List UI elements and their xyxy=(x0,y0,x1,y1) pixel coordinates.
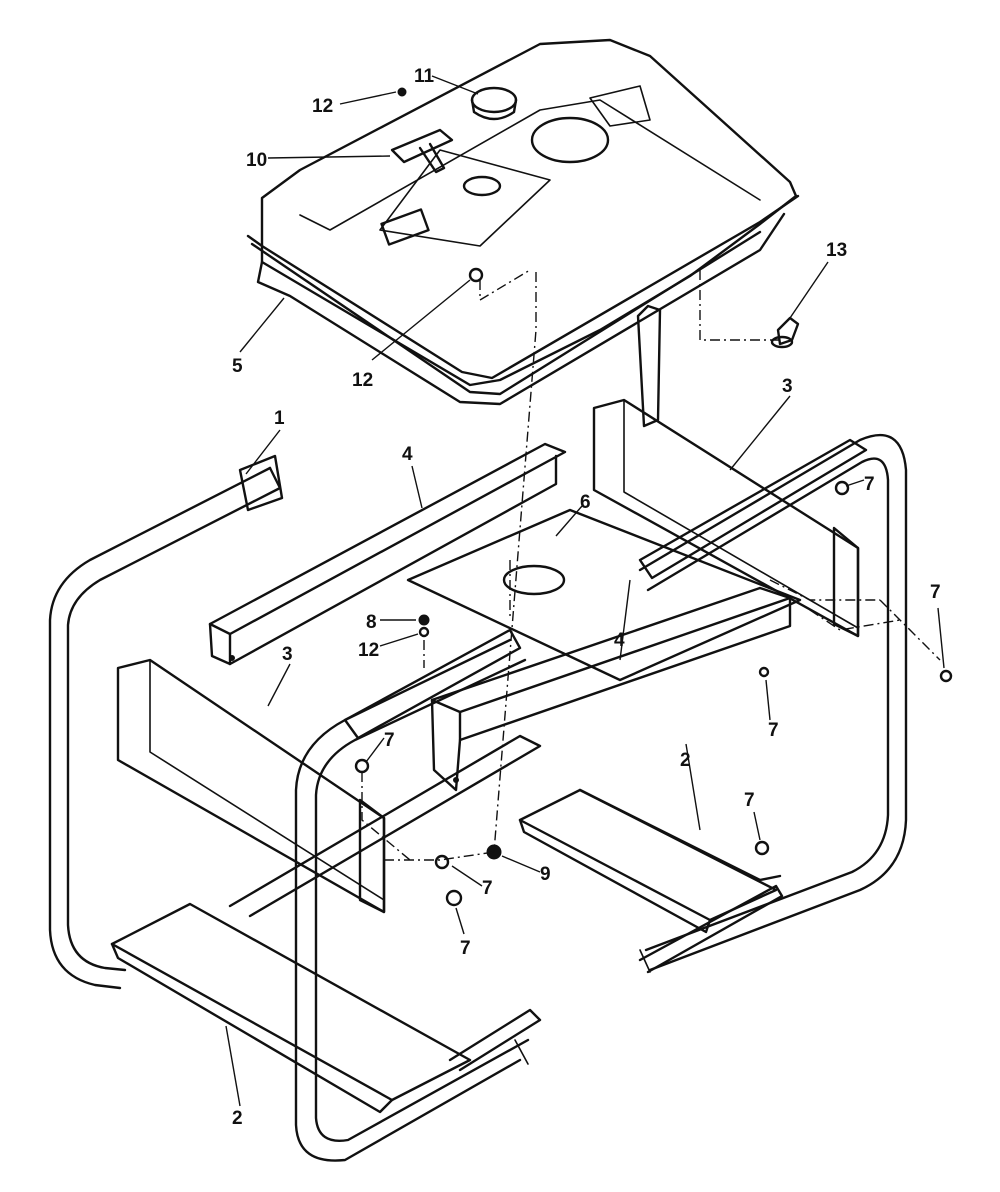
bolt-icon xyxy=(834,480,850,496)
callout-7: 7 xyxy=(384,730,395,751)
callout-7: 7 xyxy=(482,878,493,899)
frame-tube-end xyxy=(238,454,284,512)
skid-rear xyxy=(518,788,784,974)
callout-7: 7 xyxy=(768,720,779,741)
washer-icon xyxy=(418,614,430,626)
filler-neck xyxy=(462,175,502,197)
bolt-icon xyxy=(758,666,770,678)
callout-12: 12 xyxy=(352,370,373,391)
frame-tube-top-rear xyxy=(638,438,868,580)
callout-9: 9 xyxy=(540,864,551,885)
callout-5: 5 xyxy=(232,356,243,377)
callout-11: 11 xyxy=(414,66,435,87)
callout-7: 7 xyxy=(744,790,755,811)
fuel-valve xyxy=(770,316,800,349)
base-plate xyxy=(406,508,802,682)
callout-1: 1 xyxy=(274,408,285,429)
bolt-icon xyxy=(754,840,770,856)
tank-support-post xyxy=(636,304,662,428)
bolt-icon xyxy=(939,669,953,683)
screw-icon xyxy=(397,87,407,97)
rail-upper xyxy=(208,442,567,666)
bolt-icon xyxy=(434,854,450,870)
tank-opening xyxy=(530,116,610,164)
fuel-cap xyxy=(470,86,518,121)
rivet-icon xyxy=(453,777,459,783)
callout-labels: 12 10 11 12 5 13 1 4 6 3 7 7 8 12 4 3 7 … xyxy=(232,66,941,1129)
callout-7: 7 xyxy=(930,582,941,603)
callout-4: 4 xyxy=(402,444,413,465)
callout-7: 7 xyxy=(460,938,471,959)
callout-6: 6 xyxy=(580,492,591,513)
leader-lines xyxy=(225,75,945,1107)
fuel-tank xyxy=(246,38,800,406)
hardware xyxy=(229,480,953,907)
callout-2: 2 xyxy=(680,750,691,771)
gauge-recess xyxy=(380,208,430,246)
rail-lower xyxy=(430,586,792,792)
callout-12: 12 xyxy=(358,640,379,661)
callout-7: 7 xyxy=(864,474,875,495)
rivet-icon xyxy=(229,655,235,661)
fuel-gauge xyxy=(390,128,454,174)
callout-10: 10 xyxy=(246,150,267,171)
callout-3: 3 xyxy=(282,644,293,665)
side-panel-right xyxy=(592,398,860,638)
side-panel-left xyxy=(116,658,386,914)
tubular-frame xyxy=(48,434,908,1162)
callout-8: 8 xyxy=(366,612,377,633)
callout-12: 12 xyxy=(312,96,333,117)
callout-2: 2 xyxy=(232,1108,243,1129)
frame-tube-top-front xyxy=(343,628,522,740)
bolt-icon xyxy=(445,889,463,907)
screw-icon xyxy=(418,626,430,638)
skid-front xyxy=(110,734,542,1114)
screw-icon xyxy=(468,267,484,283)
assembly-lines xyxy=(361,269,941,861)
callout-3: 3 xyxy=(782,376,793,397)
callout-13: 13 xyxy=(826,240,847,261)
callout-4: 4 xyxy=(614,630,625,651)
plate-hole xyxy=(502,564,566,596)
